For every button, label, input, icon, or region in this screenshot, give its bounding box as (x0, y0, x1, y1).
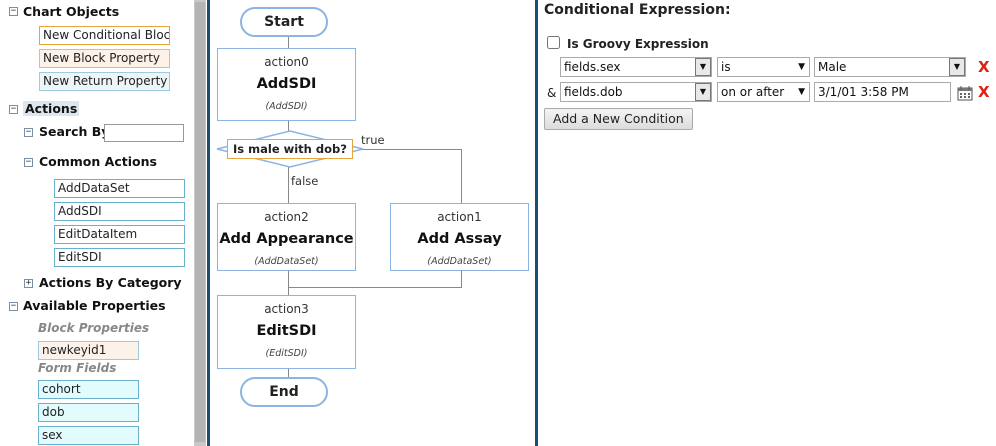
false-branch-label: false (291, 174, 319, 188)
flowchart-canvas: Start action0 AddSDI (AddSDI) Is male wi… (210, 0, 535, 446)
action-node-3[interactable]: action3 EditSDI (EditSDI) (217, 295, 356, 369)
connector-action2-action3 (288, 271, 289, 295)
end-node[interactable]: End (240, 377, 328, 407)
action-id: action1 (437, 210, 482, 224)
connector-true-action1 (461, 149, 462, 203)
start-node[interactable]: Start (240, 7, 328, 37)
search-by-label: Search By: (39, 124, 115, 139)
remove-condition-2-icon[interactable]: X (978, 83, 990, 101)
actions-by-category-header[interactable]: Actions By Category (39, 275, 182, 290)
actions-header[interactable]: Actions (23, 101, 80, 116)
chart-object-block-property[interactable]: New Block Property (39, 49, 170, 68)
action-name: Add Assay (417, 231, 502, 247)
block-property-item[interactable]: newkeyid1 (38, 341, 139, 360)
chevron-down-icon: ▼ (798, 87, 805, 97)
collapse-available-properties-icon[interactable]: − (9, 301, 18, 311)
condition-2-operator-value: on or after (721, 85, 785, 99)
action-type: (AddDataSet) (427, 256, 492, 267)
connector-action1-merge (461, 271, 462, 288)
action-item-adddataset[interactable]: AddDataSet (54, 179, 185, 198)
condition-1-value-dropdown-icon[interactable]: ▼ (949, 58, 965, 76)
condition-1-field-dropdown-icon[interactable]: ▼ (695, 58, 711, 76)
action-node-0[interactable]: action0 AddSDI (AddSDI) (217, 48, 356, 121)
connector-action0-condition (288, 121, 289, 131)
action-node-2[interactable]: action2 Add Appearance (AddDataSet) (217, 203, 356, 271)
condition-2-operator[interactable]: on or after ▼ (717, 82, 810, 102)
common-actions-header: Common Actions (39, 154, 157, 169)
calendar-icon[interactable] (957, 85, 973, 101)
action-item-addsdi[interactable]: AddSDI (54, 202, 185, 221)
chevron-down-icon: ▼ (798, 62, 805, 72)
connector-action3-end (288, 369, 289, 377)
panel-divider-right[interactable] (535, 0, 538, 446)
action-id: action0 (264, 55, 309, 69)
action-type: (EditSDI) (265, 348, 308, 359)
connector-merge (288, 287, 462, 288)
collapse-actions-icon[interactable]: − (9, 104, 18, 114)
search-by-input[interactable] (104, 124, 184, 142)
action-item-editdataitem[interactable]: EditDataItem (54, 225, 185, 244)
collapse-common-actions-icon[interactable]: − (24, 157, 33, 167)
condition-1-operator[interactable]: is ▼ (717, 57, 810, 77)
action-type: (AddDataSet) (254, 256, 319, 267)
connector-condition-action2 (288, 166, 289, 203)
action-id: action3 (264, 302, 309, 316)
groovy-expression-label: Is Groovy Expression (567, 37, 709, 51)
left-panel: − Chart Objects New Conditional Block Ne… (0, 0, 194, 446)
condition-1-field[interactable]: fields.sex (560, 57, 712, 77)
connector-condition-true (346, 149, 462, 150)
condition-label[interactable]: Is male with dob? (227, 139, 353, 159)
action-name: AddSDI (256, 76, 317, 92)
action-name: EditSDI (256, 323, 317, 339)
condition-2-date-value[interactable]: 3/1/01 3:58 PM (814, 82, 951, 102)
true-branch-label: true (361, 133, 385, 147)
condition-1-operator-value: is (721, 60, 731, 74)
action-name: Add Appearance (219, 231, 354, 247)
form-fields-label: Form Fields (38, 361, 117, 375)
remove-condition-1-icon[interactable]: X (978, 58, 990, 76)
form-field-dob[interactable]: dob (38, 403, 139, 422)
groovy-expression-checkbox[interactable] (547, 36, 560, 49)
condition-2-conjunction: & (547, 86, 557, 100)
action-item-editsdi[interactable]: EditSDI (54, 248, 185, 267)
conditional-expression-title: Conditional Expression: (544, 2, 731, 18)
condition-1-value[interactable]: Male (814, 57, 966, 77)
panel-divider-left[interactable] (207, 0, 210, 446)
connector-start-action0 (288, 35, 289, 48)
condition-2-field-dropdown-icon[interactable]: ▼ (695, 83, 711, 101)
action-type: (AddSDI) (265, 101, 308, 112)
condition-2-field[interactable]: fields.dob (560, 82, 712, 102)
collapse-search-icon[interactable]: − (24, 127, 33, 137)
block-properties-label: Block Properties (38, 321, 150, 335)
collapse-chart-objects-icon[interactable]: − (9, 6, 18, 16)
form-field-sex[interactable]: sex (38, 426, 139, 445)
available-properties-header: Available Properties (23, 298, 166, 313)
left-panel-scroll-thumb[interactable] (195, 2, 205, 442)
action-node-1[interactable]: action1 Add Assay (AddDataSet) (390, 203, 529, 271)
action-id: action2 (264, 210, 309, 224)
chart-object-conditional-block[interactable]: New Conditional Block (39, 26, 170, 45)
conditional-expression-panel: Conditional Expression: Is Groovy Expres… (538, 0, 996, 446)
chart-object-return-property[interactable]: New Return Property (39, 72, 170, 91)
add-new-condition-button[interactable]: Add a New Condition (544, 108, 693, 130)
form-field-cohort[interactable]: cohort (38, 380, 139, 399)
expand-actions-by-category-icon[interactable]: + (24, 278, 33, 288)
chart-objects-header: Chart Objects (23, 4, 120, 19)
